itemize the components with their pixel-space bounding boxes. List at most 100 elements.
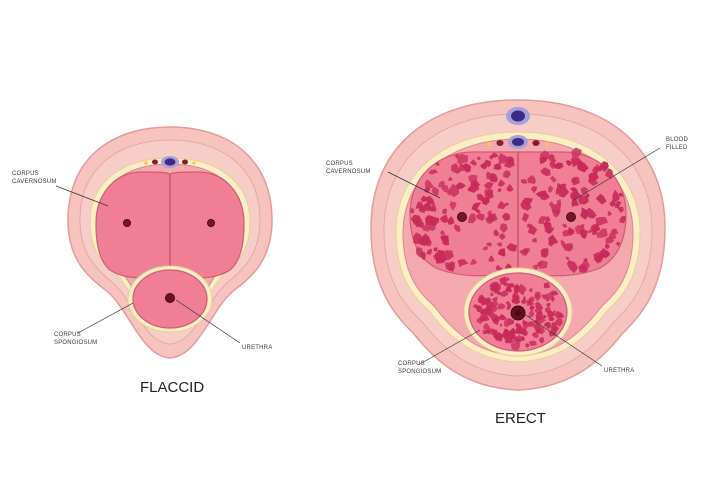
- blood-sinus: [609, 200, 616, 207]
- blood-sinus: [475, 208, 481, 213]
- flaccid-urethra-icon: [164, 292, 175, 303]
- flaccid-dorsal-artery-icon: [182, 159, 188, 165]
- blood-sinus: [520, 335, 525, 342]
- blood-sinus: [522, 295, 527, 300]
- blood-sinus: [457, 259, 469, 268]
- blood-sinus: [440, 230, 446, 236]
- flaccid-leader-cavernosum: [55, 185, 109, 207]
- blood-sinus: [513, 334, 521, 344]
- blood-sinus: [528, 296, 535, 302]
- blood-sinus: [421, 203, 431, 212]
- blood-sinus: [493, 283, 501, 293]
- blood-sinus: [569, 229, 575, 235]
- blood-sinus: [469, 159, 478, 166]
- blood-sinus: [569, 187, 577, 194]
- flaccid-leader-spongiosum: [77, 302, 134, 334]
- blood-sinus: [447, 216, 455, 225]
- blood-sinus: [556, 199, 561, 206]
- blood-sinus: [554, 310, 563, 318]
- blood-sinus: [499, 223, 508, 234]
- blood-sinus: [540, 190, 550, 201]
- blood-sinus: [546, 303, 551, 308]
- blood-sinus: [523, 247, 530, 253]
- erect-leader-blood-filled: [573, 147, 661, 201]
- erect-label-corpus-cavernosum-line1: CORPUS: [326, 161, 353, 167]
- blood-sinus: [437, 180, 445, 188]
- blood-sinus: [520, 179, 528, 184]
- blood-sinus: [453, 224, 461, 233]
- blood-sinus: [604, 243, 610, 250]
- blood-sinus: [570, 157, 582, 168]
- flaccid-dorsal-nerve-icon: [144, 161, 148, 165]
- blood-sinus: [426, 248, 432, 255]
- blood-sinus: [548, 153, 555, 161]
- erect-label-corpus-spongiosum-line2: SPONGIOSUM: [398, 369, 441, 375]
- blood-sinus: [548, 316, 554, 322]
- blood-sinus: [501, 212, 510, 221]
- blood-sinus: [527, 300, 532, 305]
- blood-sinus: [588, 229, 593, 234]
- blood-sinus: [505, 283, 512, 293]
- blood-sinus: [532, 237, 538, 243]
- blood-sinus: [499, 290, 509, 297]
- erect-section: CORPUS CAVERNOSUM BLOOD FILLED CORPUS SP…: [326, 99, 688, 427]
- blood-sinus: [504, 337, 515, 344]
- erect-leader-urethra: [523, 313, 603, 367]
- blood-sinus: [485, 329, 491, 335]
- blood-sinus: [498, 313, 507, 321]
- blood-sinus: [566, 259, 579, 274]
- blood-sinus: [491, 296, 498, 302]
- blood-sinus: [484, 159, 491, 168]
- blood-sinus: [531, 306, 535, 309]
- blood-sinus: [512, 294, 517, 300]
- blood-sinus: [528, 340, 537, 346]
- blood-sinus: [565, 160, 573, 167]
- erect-leader-spongiosum: [417, 329, 481, 366]
- erect-cavernosum-blood-sinuses: [409, 147, 626, 274]
- blood-sinus: [488, 154, 494, 160]
- blood-sinus: [477, 156, 481, 161]
- blood-sinus: [483, 322, 491, 330]
- blood-sinus: [504, 318, 511, 328]
- blood-sinus: [527, 321, 535, 327]
- blood-sinus: [502, 328, 511, 339]
- blood-sinus: [506, 243, 517, 252]
- blood-sinus: [584, 207, 597, 219]
- blood-sinus: [449, 201, 457, 211]
- flaccid-cavernosal-artery-icon: [123, 218, 132, 227]
- erect-dorsal-nerve-icon: [544, 141, 550, 147]
- blood-sinus: [510, 342, 521, 351]
- blood-sinus: [571, 147, 582, 161]
- blood-sinus: [544, 227, 555, 234]
- blood-sinus: [520, 290, 525, 295]
- erect-label-blood-filled-line2: FILLED: [666, 145, 688, 151]
- blood-sinus: [498, 248, 506, 257]
- blood-sinus: [442, 208, 448, 215]
- erect-label-corpus-spongiosum-line1: CORPUS: [398, 361, 425, 367]
- blood-sinus: [528, 309, 535, 318]
- blood-sinus: [429, 207, 435, 212]
- flaccid-corpus-cavernosum-right: [169, 171, 245, 279]
- blood-sinus: [424, 187, 431, 193]
- blood-sinus: [555, 187, 562, 195]
- flaccid-cavernosal-artery-icon: [206, 218, 215, 227]
- erect-label-corpus-cavernosum-line2: CAVERNOSUM: [326, 169, 371, 175]
- blood-sinus: [435, 161, 440, 167]
- blood-sinus: [581, 232, 586, 240]
- blood-sinus: [571, 178, 577, 183]
- erect-cavernosal-artery-icon: [457, 212, 467, 222]
- blood-sinus: [582, 257, 588, 263]
- blood-sinus: [538, 260, 548, 269]
- blood-sinus: [619, 192, 624, 197]
- blood-sinus: [484, 188, 494, 199]
- blood-sinus: [497, 302, 506, 310]
- erect-label-urethra: URETHRA: [604, 368, 634, 374]
- blood-sinus: [484, 297, 492, 305]
- blood-sinus: [614, 200, 622, 209]
- erect-title: ERECT: [495, 410, 546, 427]
- flaccid-label-urethra: URETHRA: [242, 345, 272, 351]
- flaccid-label-corpus-cavernosum-line1: CORPUS: [12, 171, 39, 177]
- blood-sinus: [516, 324, 523, 335]
- blood-sinus: [454, 154, 460, 160]
- blood-sinus: [580, 186, 589, 196]
